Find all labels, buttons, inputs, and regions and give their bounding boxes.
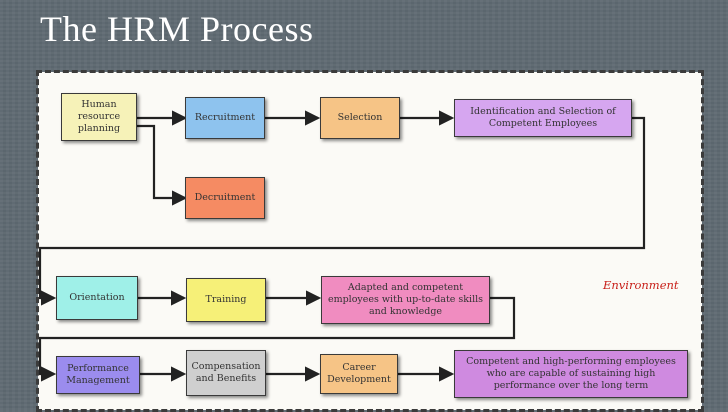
orientation-box: Orientation [56, 276, 138, 320]
competent-employees-label: Competent and high-performing employees … [466, 356, 676, 391]
selection-box: Selection [320, 97, 400, 139]
hr-planning-box: Human resource planning [61, 93, 137, 141]
recruitment-box: Recruitment [185, 97, 265, 139]
selection-label: Selection [337, 112, 383, 123]
arrow-adapted-performance [38, 296, 516, 382]
career-development-box: Career Development [320, 354, 398, 394]
training-label: Training [205, 294, 247, 305]
career-development-label: Career Development [327, 362, 391, 385]
identification-box: Identification and Selection of Competen… [454, 99, 632, 137]
training-box: Training [186, 278, 266, 322]
identification-label: Identification and Selection of Competen… [470, 106, 616, 129]
hr-planning-label: Human resource planning [77, 99, 121, 134]
arrow-hrp-decruitment [137, 124, 188, 206]
orientation-label: Orientation [69, 292, 125, 303]
decruitment-label: Decruitment [194, 192, 256, 203]
performance-management-box: Performance Management [56, 356, 140, 394]
adapted-employees-box: Adapted and competent employees with up-… [321, 276, 490, 324]
adapted-employees-label: Adapted and competent employees with up-… [327, 282, 484, 317]
compensation-box: Compensation and Benefits [186, 350, 266, 396]
environment-label: Environment [603, 278, 679, 292]
compensation-label: Compensation and Benefits [191, 361, 261, 384]
competent-employees-box: Competent and high-performing employees … [454, 350, 688, 398]
slide-title: The HRM Process [40, 9, 314, 49]
arrow-identification-orientation [38, 116, 646, 306]
decruitment-box: Decruitment [185, 177, 265, 219]
recruitment-label: Recruitment [194, 112, 256, 123]
performance-management-label: Performance Management [66, 363, 130, 386]
